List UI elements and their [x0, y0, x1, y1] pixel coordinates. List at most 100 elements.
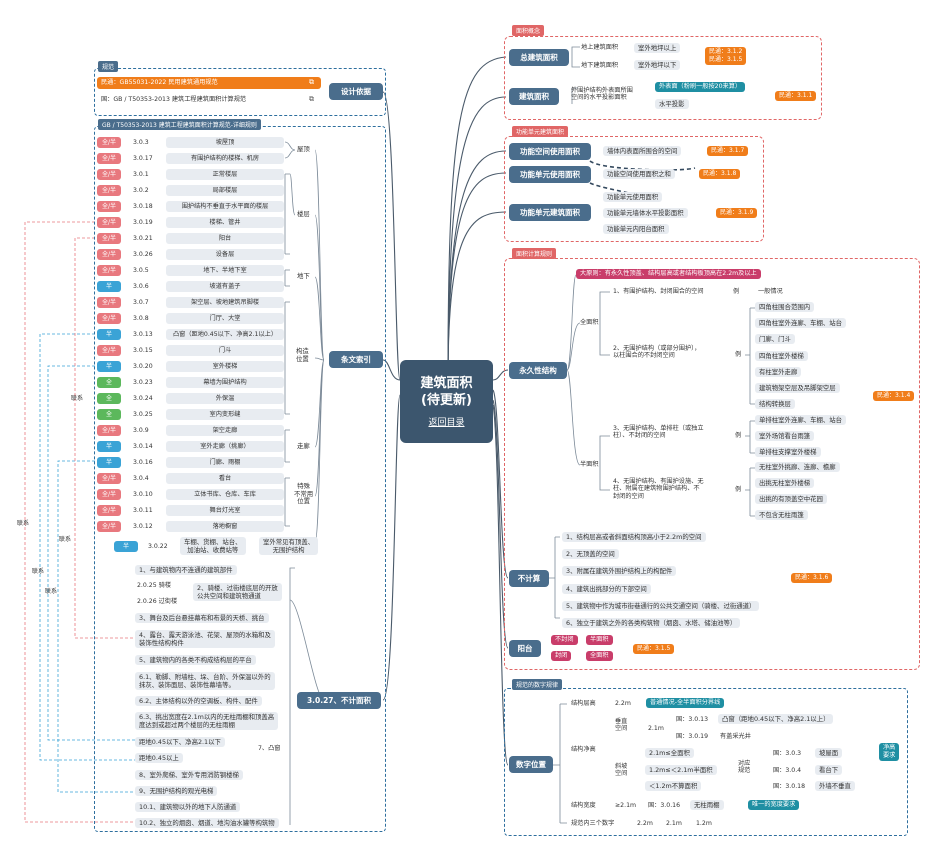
group-roof: 屋顶 — [297, 145, 310, 153]
clause-code: 3.0.9 — [133, 427, 149, 434]
clause-tag: 全/半 — [97, 137, 121, 148]
group-floor: 楼层 — [297, 210, 310, 218]
clause-code: 3.0.25 — [133, 411, 153, 418]
link-icon: ⧉ — [309, 78, 314, 86]
exclude-8: 8、室外爬梯、室外专用消防钢楼梯 — [135, 770, 243, 780]
clause-row — [166, 505, 284, 516]
ref-315: 民通：3.1.5 — [633, 644, 675, 654]
half-area-tag: 半面积 — [586, 635, 613, 646]
clause-code: 3.0.3 — [133, 139, 149, 146]
tag-half: 半 — [114, 541, 138, 552]
clause-code: 3.0.13 — [133, 331, 153, 338]
rule-p2: 2、无围护结构（或部分围护）， 以柱围合的不封闭空间 — [613, 345, 701, 360]
balcony-node[interactable]: 阳台 — [509, 640, 541, 657]
clause-tag: 全/半 — [97, 313, 121, 324]
numbers-node[interactable]: 数字位置 — [509, 756, 553, 773]
clause-tag: 全/半 — [97, 201, 121, 212]
detail-title: GB / T50353-2013 建筑工程建筑面积计算规范-详细规则 — [98, 119, 261, 130]
exclude-node[interactable]: 3.0.27、不计面积 — [297, 692, 381, 709]
clause-code: 3.0.14 — [133, 443, 153, 450]
c2: 国：3.0.4 — [773, 767, 802, 774]
clause-text: 门斗 — [218, 347, 232, 354]
back-to-toc-link[interactable]: 返回目录 — [428, 418, 465, 428]
link-label: 联系 — [32, 568, 45, 575]
above-area: 地上建筑面积 — [581, 44, 619, 51]
clause-text: 落地橱窗 — [212, 523, 238, 530]
clause-row — [166, 281, 284, 292]
clause-code: 3.0.26 — [133, 251, 153, 258]
clause-code: 3.0.1 — [133, 171, 149, 178]
gb-std-link[interactable]: 国：GB / T50353-2013 建筑工程建筑面积计算规范 ⧉ — [97, 94, 321, 106]
clause-tag: 全/半 — [97, 249, 121, 260]
clause-text: 幕墙为围护结构 — [203, 379, 247, 386]
clause-text: 室外走廊（挑廊） — [200, 443, 250, 450]
clause-row — [166, 249, 284, 260]
n1: 2.2m — [637, 820, 653, 827]
clause-code: 3.0.15 — [133, 347, 153, 354]
clause-row — [166, 329, 284, 340]
group-special: 特殊 不常用 位置 — [294, 482, 314, 506]
function-section — [504, 136, 764, 242]
exclude-7: 7、凸窗 — [258, 745, 281, 752]
clause-text: 架空层、坡地建筑吊脚楼 — [190, 299, 260, 306]
rule-p3: 3、无围护结构、单排柱（或独立 柱）、不封闭的空间 — [613, 425, 704, 440]
g3013: 国：3.0.13 — [676, 716, 709, 723]
outer-surface: 外表面（粉刷一般按20来算） — [655, 82, 746, 93]
ref-316: 民通：3.1.6 — [791, 573, 833, 583]
function-unit-use-desc: 功能空间使用面积之和 — [603, 169, 675, 179]
not-closed: 不封闭 — [551, 635, 578, 646]
rule-example: 结构转换层 — [755, 399, 795, 410]
clause-text: 门厅、大堂 — [209, 315, 241, 322]
v22: 2.2m — [615, 700, 631, 707]
function-unit-c: 功能单元内阳台面积 — [603, 224, 669, 234]
total-area-node[interactable]: 总建筑面积 — [509, 49, 569, 66]
clause-row — [166, 169, 284, 180]
clause-code: 3.0.10 — [133, 491, 153, 498]
clause-text: 正常楼层 — [212, 171, 238, 178]
function-unit-use-node[interactable]: 功能单元使用面积 — [509, 166, 591, 183]
exclude-102: 10.2、独立的烟囱、烟道、地沟油水罐等构筑物 — [135, 818, 279, 828]
full-area-tag: 全面积 — [586, 651, 613, 662]
clause-code: 3.0.2 — [133, 187, 149, 194]
guifan-title: 规范 — [98, 61, 119, 72]
clause-row — [166, 233, 284, 244]
function-unit-build-node[interactable]: 功能单元建筑面积 — [509, 204, 591, 221]
permanent-node[interactable]: 永久性结构 — [509, 362, 567, 379]
build-area-node[interactable]: 建筑面积 — [509, 88, 559, 105]
clause-row — [166, 441, 284, 452]
c1d: 坡屋面 — [815, 748, 843, 758]
clause-row — [166, 361, 284, 372]
function-space-node[interactable]: 功能空间使用面积 — [509, 143, 591, 160]
ex-label: 例 — [735, 486, 742, 493]
ex-label: 例 — [733, 288, 740, 295]
ref-312-315: 民通：3.1.2 民通：3.1.5 — [705, 47, 747, 65]
rule-example: 四角柱室外连廊、车棚、站台 — [755, 318, 847, 329]
above-desc: 室外地坪以上 — [634, 43, 681, 53]
c3: 国：3.0.18 — [773, 783, 806, 790]
no-count-item: 3、附属在建筑外围护结构上的构配件 — [562, 566, 677, 577]
clause-code: 3.0.23 — [133, 379, 153, 386]
clause-row — [166, 473, 284, 484]
clause-row — [166, 521, 284, 532]
clause-text: 地下、半地下室 — [203, 267, 247, 274]
clear-height: 结构净高 — [571, 746, 596, 753]
exclude-4: 4、露台、露天游泳池、花架、屋顶的水箱和及 装饰性结构构件 — [135, 630, 275, 648]
exclude-1: 1、与建筑物内不连通的建筑部件 — [135, 565, 237, 575]
center-node[interactable]: 建筑面积 (待更新) 返回目录 — [400, 360, 493, 443]
design-basis-node[interactable]: 设计依据 — [329, 83, 383, 100]
function-title: 功能单元建筑面积 — [512, 126, 569, 137]
g3016: 国：3.0.16 — [648, 802, 681, 809]
half-area-label: 半面积 — [580, 461, 599, 468]
group-underground: 地下 — [297, 272, 310, 280]
clause-text: 室外楼梯 — [212, 363, 238, 370]
rule-example: 四角柱围合范围内 — [755, 302, 815, 312]
no-count-node[interactable]: 不计算 — [509, 570, 549, 587]
horizontal-projection: 水平投影 — [655, 99, 689, 109]
clause-tag: 全/半 — [97, 489, 121, 500]
exclude-guojielou: 2.0.26 过街楼 — [137, 598, 178, 605]
clause-code: 3.0.17 — [133, 155, 153, 162]
clause-row — [166, 393, 284, 404]
index-node[interactable]: 条文索引 — [329, 351, 383, 368]
clause-tag: 半 — [97, 281, 121, 292]
min-std-link[interactable]: 民通：GB55031-2022 民用建筑通用规范 ⧉ — [97, 77, 321, 89]
